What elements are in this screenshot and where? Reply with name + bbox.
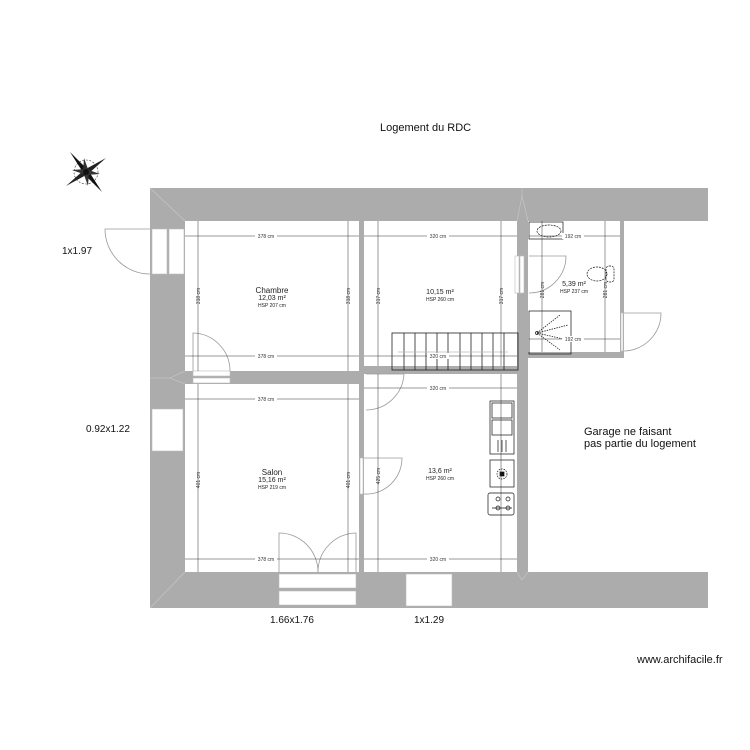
room-hall[interactable]: 10,15 m² HSP 260 cm — [426, 289, 454, 303]
room-salle-de-bain[interactable]: 5,39 m² HSP 237 cm — [560, 281, 588, 295]
room-area: 13,6 m² — [428, 468, 452, 475]
kitchen-sink-icon — [489, 400, 515, 455]
door-swings — [104, 228, 662, 573]
opening-label-salon-window: 1.66x1.76 — [270, 615, 314, 626]
svg-text:281 cm: 281 cm — [603, 282, 609, 298]
svg-text:320 cm: 320 cm — [430, 354, 446, 360]
room-hsp: HSP 260 cm — [426, 476, 454, 482]
svg-text:192 cm: 192 cm — [565, 234, 581, 240]
opening-label-kitchen-window: 1x1.29 — [414, 615, 445, 626]
shower-icon — [528, 310, 572, 355]
room-hsp: HSP 219 cm — [258, 485, 286, 491]
dimension-labels: 378 cm 378 cm 318 cm 318 cm 320 cm 320 c… — [196, 233, 609, 563]
openings — [151, 228, 624, 607]
plan-title: Logement du RDC — [380, 122, 472, 134]
sink-icon — [528, 221, 564, 240]
toilet-icon — [586, 266, 608, 282]
svg-text:317 cm: 317 cm — [376, 288, 382, 304]
room-floors — [185, 221, 620, 572]
room-area: 12,03 m² — [258, 295, 286, 302]
svg-text:320 cm: 320 cm — [430, 234, 446, 240]
svg-text:320 cm: 320 cm — [430, 557, 446, 563]
svg-text:318 cm: 318 cm — [346, 288, 352, 304]
svg-text:318 cm: 318 cm — [196, 288, 202, 304]
svg-text:401 cm: 401 cm — [346, 472, 352, 488]
cooktop-icon — [489, 459, 515, 488]
room-salon[interactable]: Salon 15,16 m² HSP 219 cm — [258, 468, 286, 491]
room-area: 15,16 m² — [258, 477, 286, 484]
staircase — [391, 332, 519, 371]
svg-text:401 cm: 401 cm — [196, 472, 202, 488]
svg-text:378 cm: 378 cm — [258, 354, 274, 360]
svg-text:378 cm: 378 cm — [258, 557, 274, 563]
room-name: Chambre — [255, 286, 289, 295]
room-area: 10,15 m² — [426, 289, 454, 296]
room-hsp: HSP 207 cm — [258, 303, 286, 309]
opening-label-west-window: 0.92x1.22 — [86, 424, 130, 435]
room-chambre[interactable]: Chambre 12,03 m² HSP 207 cm — [256, 286, 289, 309]
room-hsp: HSP 237 cm — [560, 289, 588, 295]
room-hsp: HSP 260 cm — [426, 297, 454, 303]
svg-text:320 cm: 320 cm — [430, 386, 446, 392]
wall-joints — [149, 187, 529, 609]
svg-text:378 cm: 378 cm — [258, 234, 274, 240]
watermark: www.archifacile.fr — [637, 654, 723, 666]
svg-text:281 cm: 281 cm — [540, 282, 546, 298]
room-cuisine[interactable]: 13,6 m² HSP 260 cm — [426, 468, 454, 482]
svg-text:192 cm: 192 cm — [565, 337, 581, 343]
garage-note: Garage ne faisant pas partie du logement — [584, 426, 696, 450]
compass-rose-icon — [66, 152, 106, 192]
room-name: Salon — [261, 468, 283, 477]
svg-text:425 cm: 425 cm — [376, 468, 382, 484]
opening-label-west-door: 1x1.97 — [62, 246, 93, 257]
svg-text:378 cm: 378 cm — [258, 397, 274, 403]
svg-text:317 cm: 317 cm — [499, 288, 505, 304]
room-area: 5,39 m² — [562, 281, 586, 288]
